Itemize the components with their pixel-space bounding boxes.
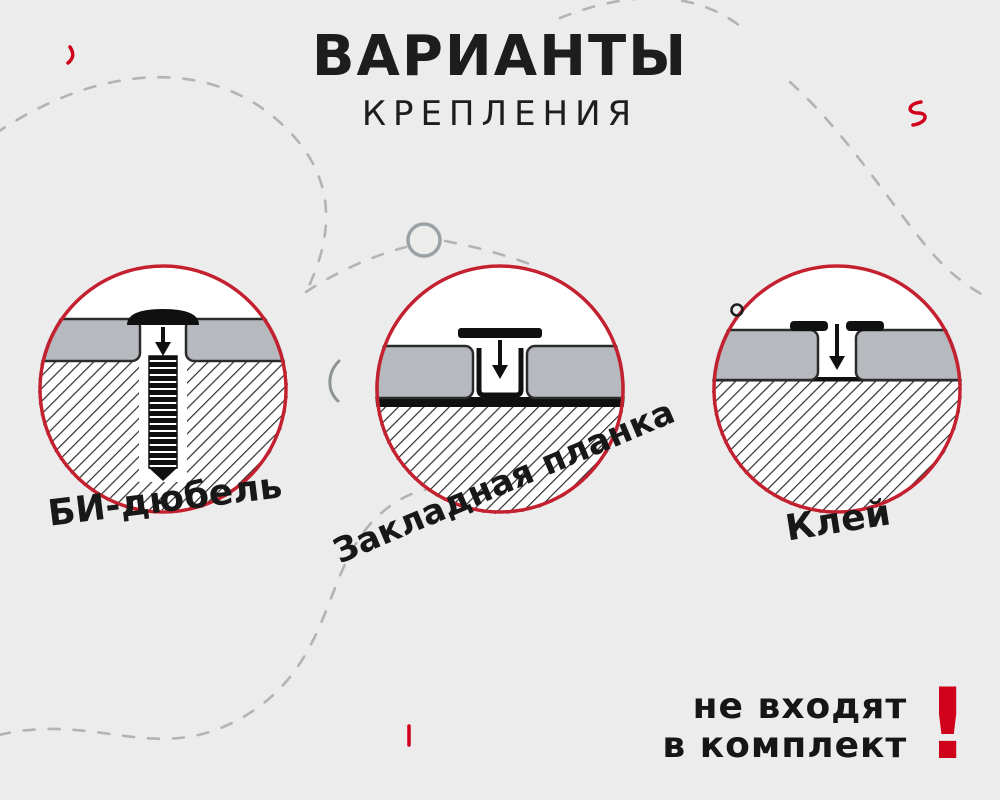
note-line-2: в комплект	[662, 724, 908, 766]
mounting-option-bi-dowel	[38, 264, 288, 514]
bi-dowel-diagram	[38, 264, 288, 514]
circle-outline-decoration	[406, 222, 442, 258]
exclamation-icon: !	[925, 667, 970, 782]
mounting-option-glue	[712, 264, 962, 514]
dashed-curve	[304, 245, 408, 294]
note-text: не входят в комплект	[662, 685, 908, 766]
glue-diagram	[712, 264, 962, 514]
header: ВАРИАНТЫ КРЕПЛЕНИЯ	[0, 26, 1000, 134]
page-title: ВАРИАНТЫ	[311, 24, 689, 89]
parenthesis-arc	[328, 359, 341, 403]
not-included-note: не входят в комплект !	[662, 667, 970, 782]
note-line-1: не входят	[692, 685, 908, 727]
page-subtitle: КРЕПЛЕНИЯ	[361, 93, 639, 134]
